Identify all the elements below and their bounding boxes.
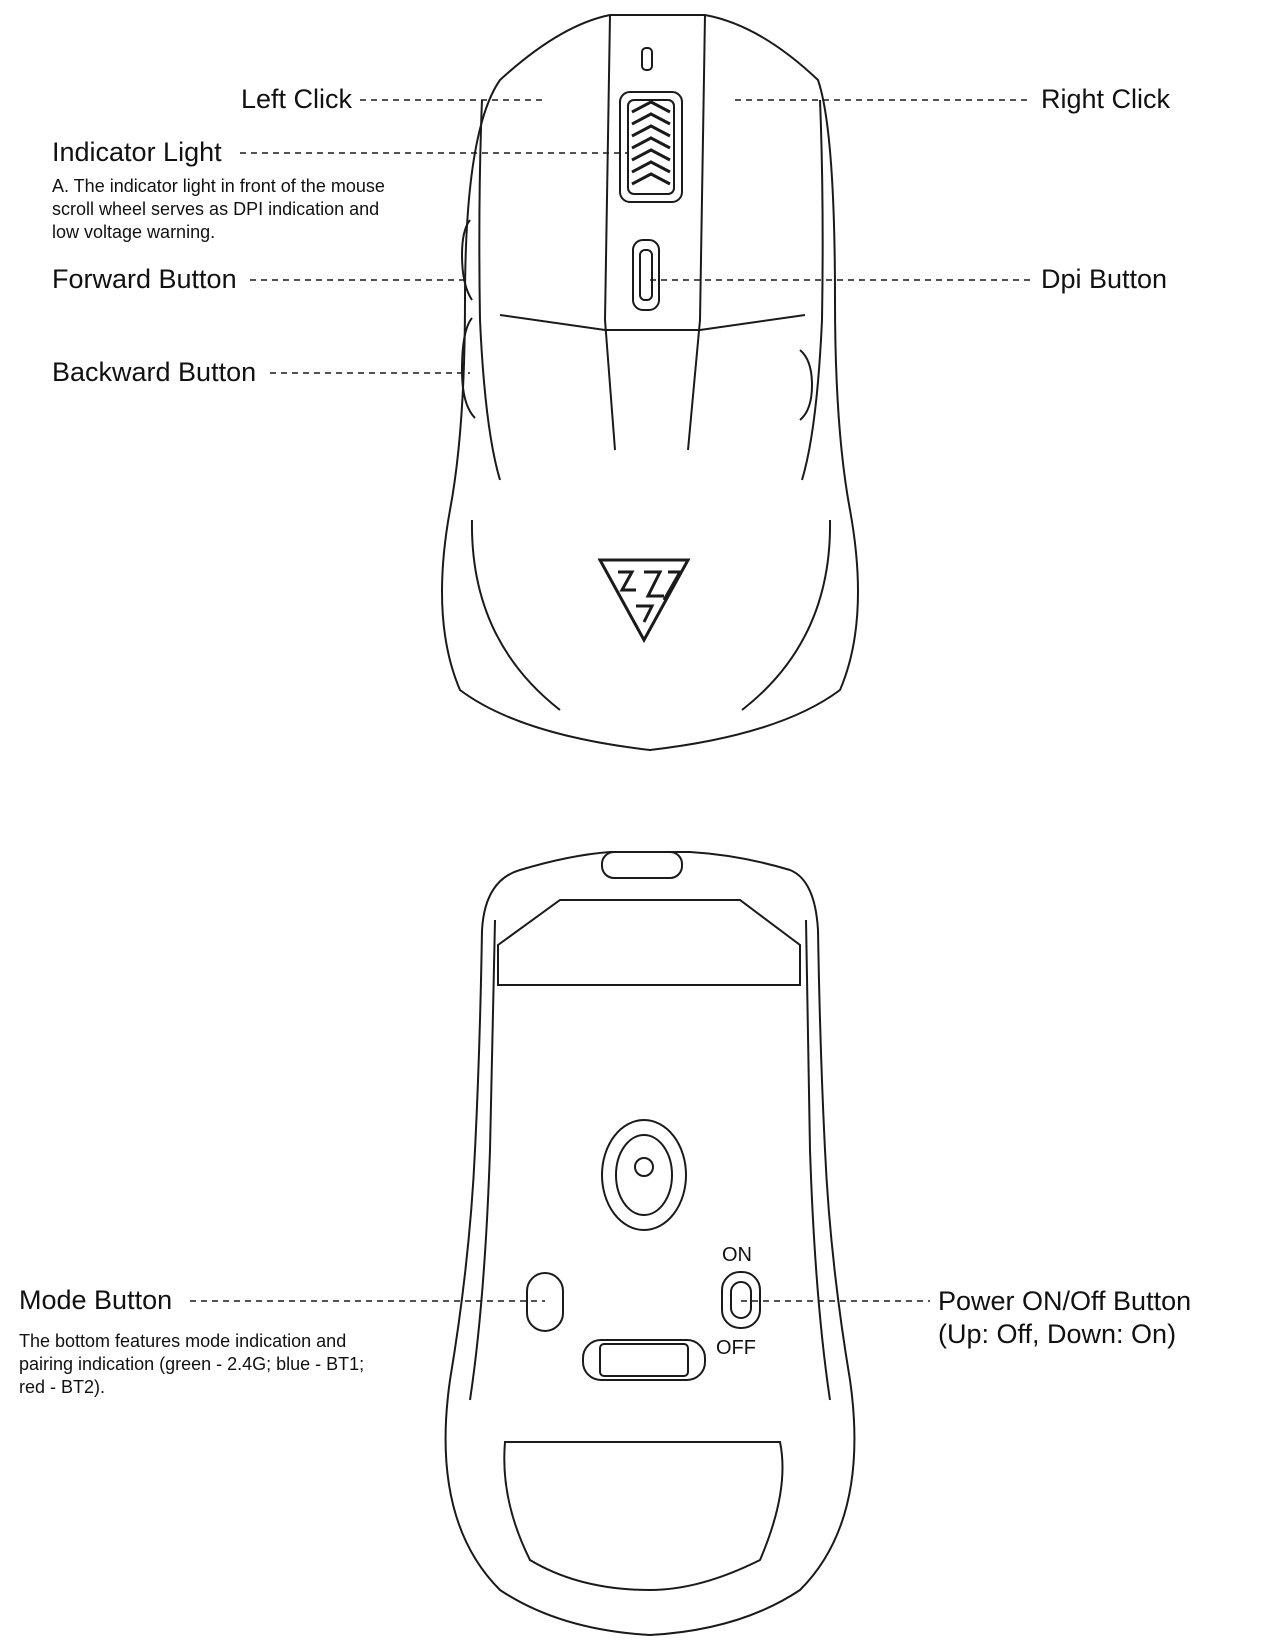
switch-off-label: OFF (716, 1337, 756, 1359)
mouse-bottom-view (444, 851, 856, 1637)
mode-desc-line-1: The bottom features mode indication and (19, 1331, 347, 1351)
power-button-label: Power ON/Off Button (938, 1286, 1192, 1316)
right-click-label: Right Click (1041, 84, 1171, 114)
indicator-light-description: A. The indicator light in front of the m… (52, 175, 385, 244)
mouse-top-view (441, 14, 859, 752)
mode-button-label: Mode Button (19, 1285, 173, 1315)
power-button-sublabel: (Up: Off, Down: On) (938, 1319, 1177, 1349)
indicator-desc-line-3: low voltage warning. (52, 222, 216, 242)
left-click-label: Left Click (241, 84, 353, 114)
indicator-light-label: Indicator Light (52, 137, 222, 167)
backward-button-label: Backward Button (52, 357, 257, 387)
mode-button-description: The bottom features mode indication and … (19, 1330, 364, 1399)
forward-button-label: Forward Button (52, 264, 237, 294)
indicator-desc-line-1: A. The indicator light in front of the m… (52, 176, 385, 196)
indicator-desc-line-2: scroll wheel serves as DPI indication an… (52, 199, 380, 219)
switch-on-label: ON (722, 1244, 752, 1266)
gamdias-triangle-logo-icon (597, 558, 691, 644)
dpi-button-label: Dpi Button (1041, 264, 1168, 294)
mode-desc-line-3: red - BT2). (19, 1377, 106, 1397)
mode-desc-line-2: pairing indication (green - 2.4G; blue -… (19, 1354, 365, 1374)
